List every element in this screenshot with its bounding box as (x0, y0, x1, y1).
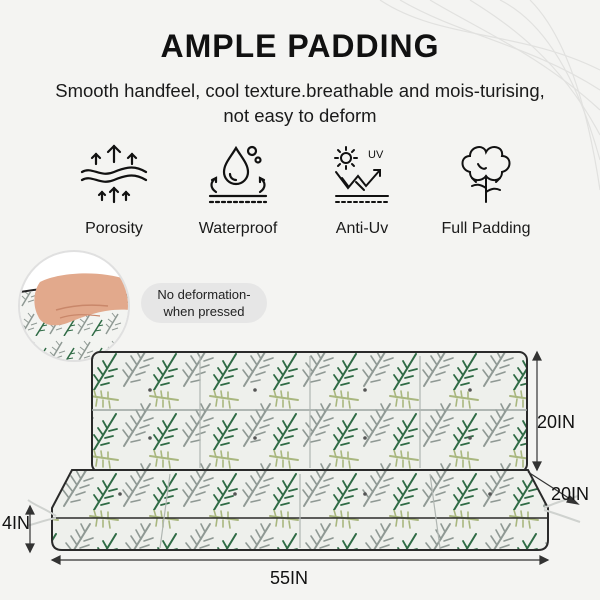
back-height-label: 20IN (537, 412, 576, 432)
press-demo-image (18, 250, 130, 362)
page-subtitle: Smooth handfeel, cool texture.breathable… (55, 80, 545, 126)
page-title: AMPLE PADDING (160, 28, 440, 64)
seat-depth-label: 20IN (551, 484, 590, 504)
width-label: 55IN (270, 568, 309, 588)
uv-text: UV (368, 149, 384, 161)
anti-uv-icon: UV (334, 146, 389, 203)
waterproof-icon (208, 145, 268, 204)
cotton-icon (461, 146, 511, 203)
feature-porosity: Porosity (52, 142, 176, 238)
thickness-label: 4IN (2, 513, 31, 533)
cushion-illustration (25, 350, 581, 565)
feature-full-padding: Full Padding (424, 142, 548, 238)
feature-waterproof: Waterproof (176, 142, 300, 238)
feature-anti-uv: UV Anti-Uv (300, 142, 424, 238)
porosity-icon (80, 144, 148, 204)
press-note-line2: when pressed (163, 304, 245, 319)
feature-label: Anti-Uv (335, 220, 389, 237)
press-note-line1: No deformation- (157, 287, 251, 302)
feature-row: Porosity Waterproof (52, 142, 548, 238)
press-note-bubble: No deformation- when pressed (141, 283, 267, 323)
feature-label: Waterproof (198, 220, 278, 237)
feature-label: Porosity (85, 220, 143, 237)
feature-label: Full Padding (441, 220, 531, 237)
